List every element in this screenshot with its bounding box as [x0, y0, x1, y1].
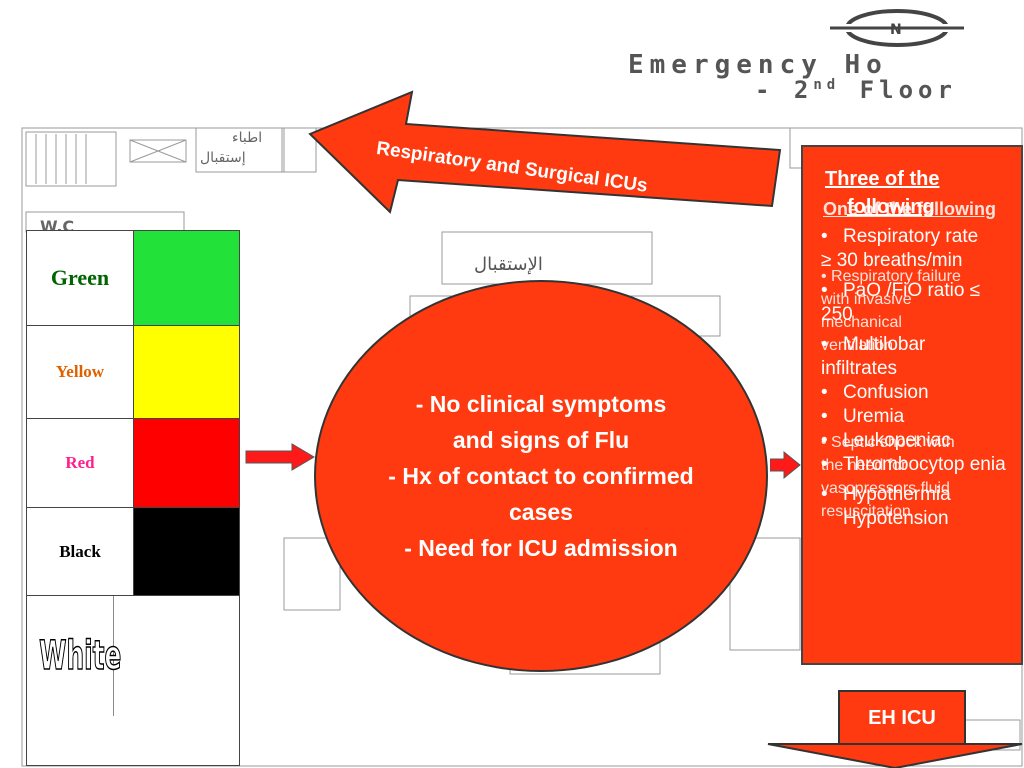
criteria-list: •Respiratory rate ≥ 30 breaths/min •PaO …	[821, 225, 1011, 531]
page-subtitle: - 2nd Floor	[755, 76, 957, 104]
criteria-item: •Uremia	[821, 406, 905, 427]
criterion-line: - Hx of contact to confirmed	[388, 463, 694, 489]
respiratory-icu-arrow	[308, 90, 782, 214]
triage-swatch-black	[134, 508, 239, 595]
triage-label-green: Green	[27, 231, 134, 325]
criteria-item: •Hypothermia	[821, 484, 951, 505]
right-arrow-icon	[245, 443, 315, 471]
triage-label-yellow: Yellow	[27, 326, 134, 418]
compass-north-icon: N	[830, 9, 964, 47]
criterion-line: and signs of Flu	[452, 427, 630, 453]
criteria-item: •Leukopeniac	[821, 430, 951, 451]
triage-row-yellow: Yellow	[27, 326, 239, 419]
right-arrow-icon	[770, 450, 801, 480]
triage-label-white: White	[39, 596, 122, 716]
criteria-item: •PaO /FiO ratio ≤ 250	[821, 280, 981, 325]
triage-swatch-red	[134, 419, 239, 507]
severity-criteria-box: Three of the following One of the follow…	[801, 145, 1023, 665]
down-arrow-icon	[767, 743, 1023, 768]
icu-admission-criteria-ellipse: - No clinical symptoms and signs of Flu …	[314, 280, 768, 672]
triage-label-red: Red	[27, 419, 134, 507]
triage-row-red: Red	[27, 419, 239, 508]
criteria-title: Three of the following	[825, 168, 940, 218]
triage-row-white: White	[27, 596, 239, 716]
triage-swatch-white	[134, 596, 239, 716]
criteria-item: Hypotension	[843, 508, 949, 529]
svg-text:N: N	[890, 22, 902, 38]
criteria-item: •Multilobar infiltrates	[821, 334, 926, 379]
criterion-line: - Need for ICU admission	[404, 535, 678, 561]
overlay-item: • Respiratory failure with invasive mech…	[821, 268, 961, 354]
triage-row-green: Green	[27, 231, 239, 326]
eh-icu-box: EH ICU	[838, 690, 966, 746]
page-title: Emergency Ho	[628, 50, 888, 80]
criterion-line: - No clinical symptoms	[415, 391, 667, 417]
triage-swatch-green	[134, 231, 239, 325]
overlay-item: • Septic shock with the need for vasopre…	[821, 434, 955, 520]
criterion-line: cases	[509, 499, 573, 525]
criteria-item: •Respiratory rate ≥ 30 breaths/min	[821, 226, 979, 271]
reception-label: الإستقبال	[474, 254, 543, 275]
triage-swatch-yellow	[134, 326, 239, 418]
reception-small-label: إستقبال	[200, 150, 246, 166]
triage-label-black: Black	[27, 508, 134, 595]
doctors-label: اطباء	[232, 130, 262, 146]
overlay-title: One of the following	[823, 199, 996, 219]
criteria-item: •Confusion	[821, 382, 929, 403]
criteria-item: •Thrombocytop enia	[821, 454, 1006, 475]
triage-color-table: Green Yellow Red Black White	[26, 230, 240, 766]
triage-row-black: Black	[27, 508, 239, 596]
